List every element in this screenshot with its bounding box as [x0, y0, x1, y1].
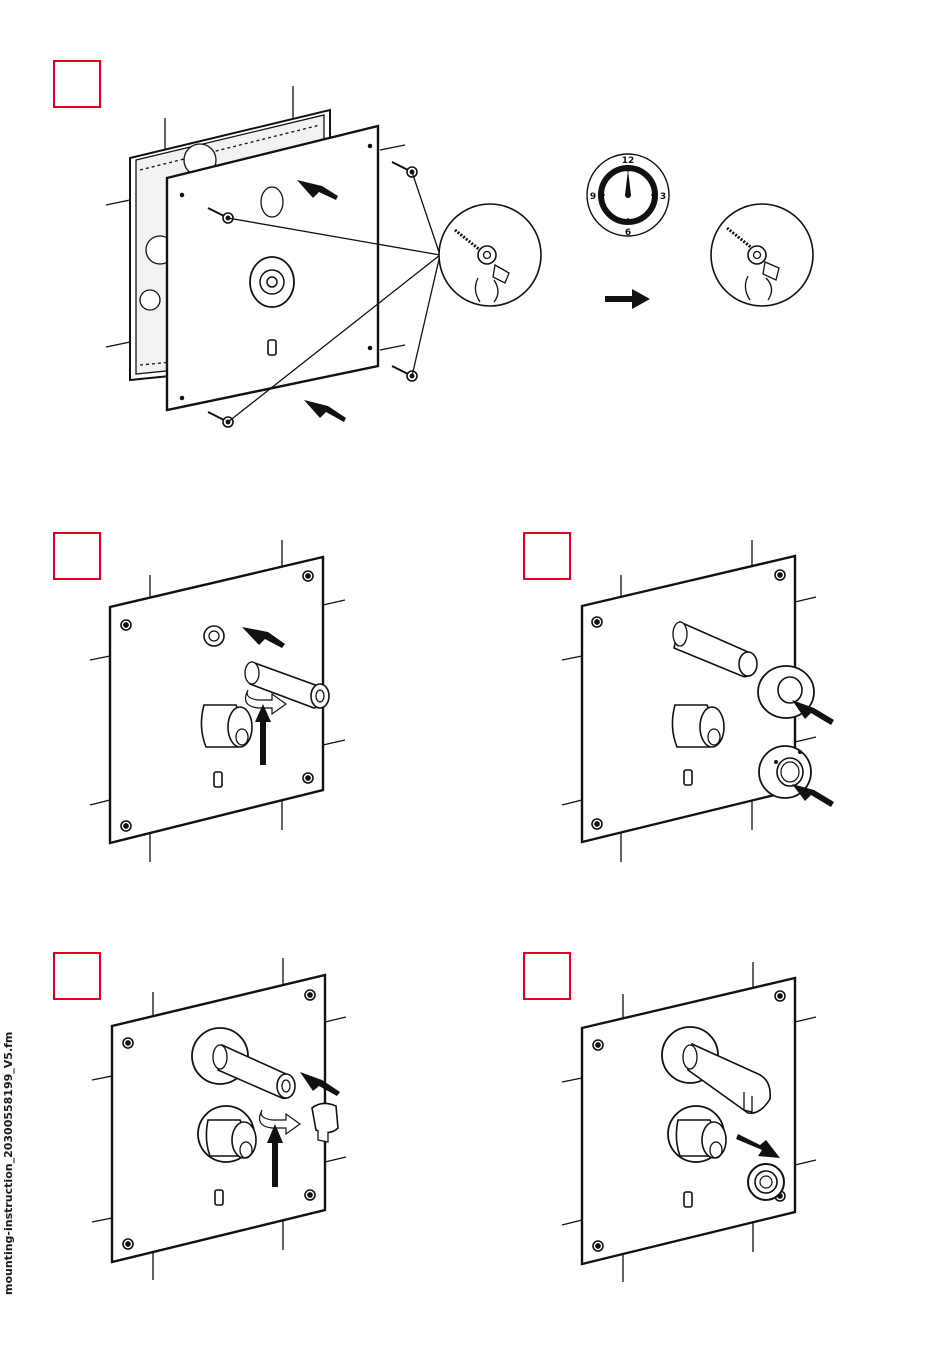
step-2-illustration: [90, 540, 345, 862]
step-1-detail-tightened: [711, 204, 813, 306]
step-5-illustration: [562, 962, 816, 1282]
clock-number-3: 3: [660, 192, 666, 202]
arrow-icon: [792, 784, 834, 807]
clock-number-6: 6: [625, 228, 631, 238]
clock-number-12: 12: [622, 156, 635, 166]
clock-number-9: 9: [590, 192, 596, 202]
step-1-illustration: [106, 86, 541, 427]
step-3-illustration: [562, 540, 816, 862]
arrow-icon: [605, 289, 650, 309]
clock-icon: [587, 154, 669, 236]
step-4-illustration: [92, 958, 346, 1280]
arrow-icon: [304, 400, 346, 422]
